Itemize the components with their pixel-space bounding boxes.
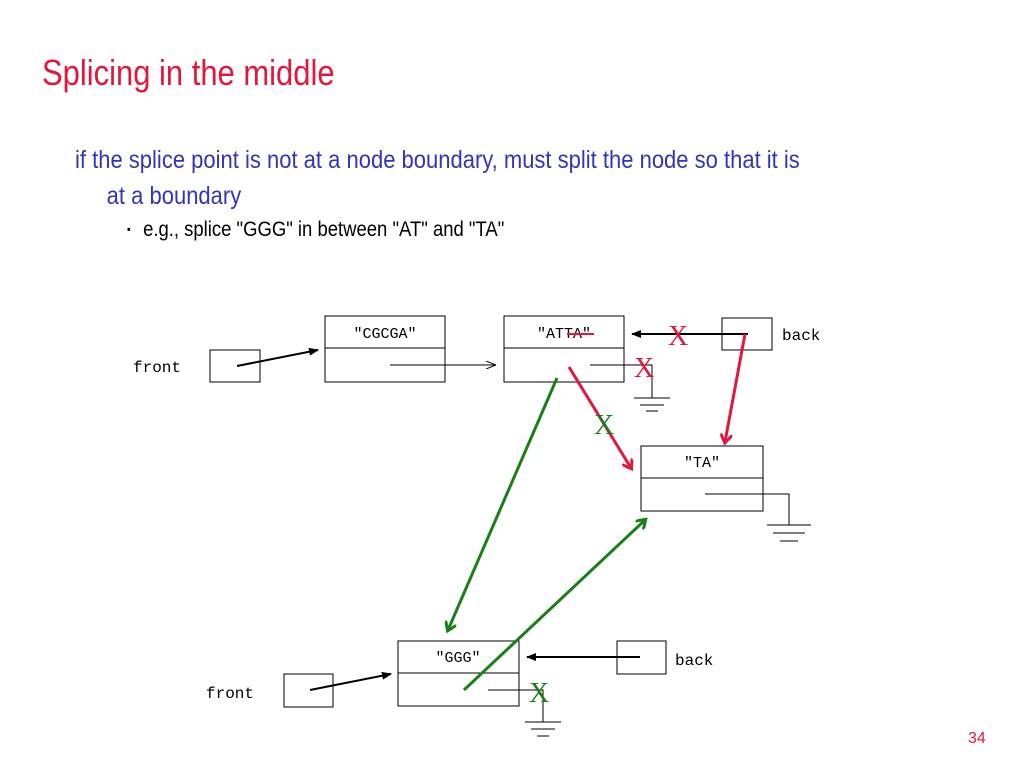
main-bullet-line1: if the splice point is not at a node bou…	[75, 146, 800, 174]
node-ta: "TA"	[640, 445, 764, 512]
slide-title: Splicing in the middle	[42, 52, 335, 93]
back-label-top: back	[782, 327, 820, 345]
node-ta-label: "TA"	[684, 455, 720, 472]
back-to-ta-red-arrow	[725, 333, 747, 442]
back-label-bottom: back	[675, 652, 713, 670]
front-pointer-top	[236, 347, 319, 367]
front-box-top	[209, 349, 261, 383]
front-label-top: front	[133, 359, 181, 377]
atta-to-ggg-green-arrow	[448, 377, 559, 630]
x-mark-red-arrow: X	[594, 410, 614, 441]
ta-null-ground	[705, 493, 811, 542]
main-bullet: if the splice point is not at a node bou…	[75, 142, 867, 214]
node-atta: "ATTA"	[503, 315, 625, 383]
atta-null-ground	[590, 364, 670, 412]
main-bullet-line2: at a boundary	[106, 182, 242, 210]
node-atta-prefix: "AT	[537, 326, 564, 343]
ggg-null-ground	[488, 689, 561, 737]
node-ggg-label: "GGG"	[435, 650, 480, 667]
x-mark-back-pointer: X	[668, 321, 688, 352]
node-cgcga: "CGCGA"	[324, 315, 446, 383]
square-bullet-icon: ▪	[127, 222, 131, 236]
x-mark-ggg-null: X	[529, 678, 549, 709]
front-box-bottom	[283, 673, 334, 708]
sub-bullet: ▪ e.g., splice "GGG" in between "AT" and …	[127, 218, 504, 242]
front-label-bottom: front	[206, 685, 254, 703]
atta-to-ta-red-arrow	[567, 366, 631, 468]
ggg-to-ta-green-arrow	[462, 520, 645, 692]
front-pointer-bottom	[309, 671, 392, 691]
x-mark-atta-null: X	[634, 353, 654, 384]
node-cgcga-label: "CGCGA"	[353, 326, 416, 343]
node-ggg: "GGG"	[397, 640, 520, 707]
page-number: 34	[968, 730, 986, 747]
sub-bullet-text: e.g., splice "GGG" in between "AT" and "…	[143, 218, 505, 241]
